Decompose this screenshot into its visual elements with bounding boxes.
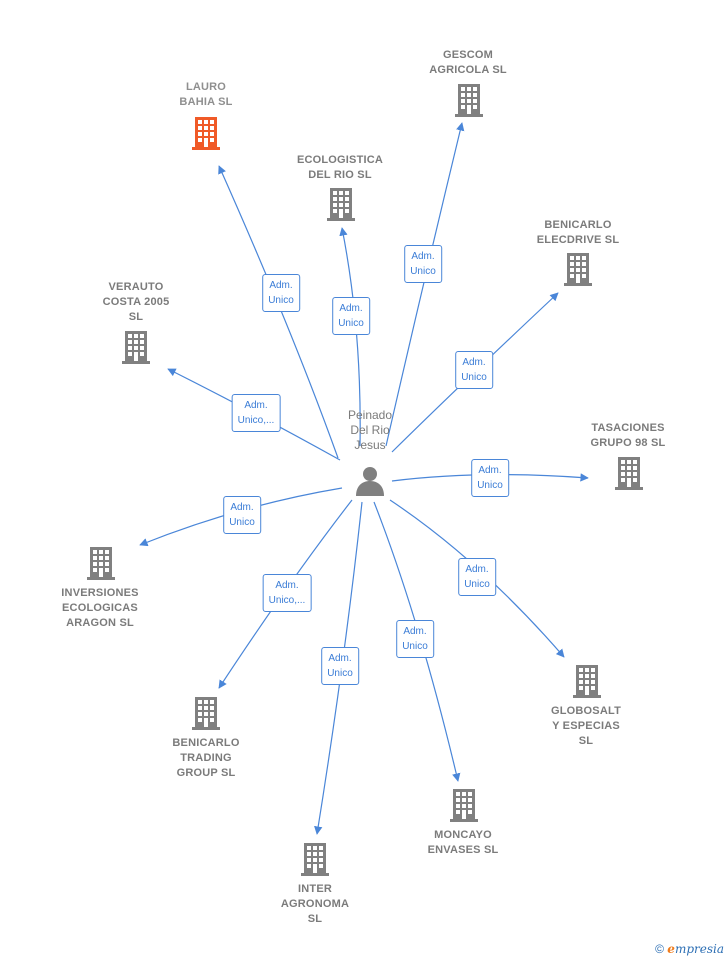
company-label-tasaciones-grupo-98[interactable]: TASACIONES GRUPO 98 SL (590, 422, 666, 449)
person-icon[interactable] (356, 467, 384, 496)
edge-label-inter-agronoma[interactable]: Adm. Unico (321, 647, 359, 685)
building-icon[interactable] (122, 331, 150, 364)
company-label-verauto-costa-2005[interactable]: VERAUTO COSTA 2005 SL (102, 281, 170, 323)
building-icon[interactable] (192, 697, 220, 730)
company-label-inversiones-ecologicas-aragon[interactable]: INVERSIONES ECOLOGICAS ARAGON SL (61, 587, 139, 629)
company-label-globosalt-y-especias[interactable]: GLOBOSALT Y ESPECIAS SL (550, 705, 622, 747)
building-icon[interactable] (327, 188, 355, 221)
edge-label-verauto-costa-2005[interactable]: Adm. Unico,... (231, 394, 281, 432)
edge-label-ecologistica-del-rio[interactable]: Adm. Unico (332, 297, 370, 335)
company-label-benicarlo-trading-group[interactable]: BENICARLO TRADING GROUP SL (172, 737, 240, 779)
building-icon[interactable] (564, 253, 592, 286)
company-label-lauro-bahia[interactable]: LAURO BAHIA SL (179, 81, 233, 108)
brand-logo-initial: e (667, 942, 675, 956)
edge-label-inversiones-ecologicas-aragon[interactable]: Adm. Unico (223, 496, 261, 534)
edge-label-benicarlo-trading-group[interactable]: Adm. Unico,... (262, 574, 312, 612)
edge-label-globosalt-y-especias[interactable]: Adm. Unico (458, 558, 496, 596)
company-label-ecologistica-del-rio[interactable]: ECOLOGISTICA DEL RIO SL (296, 154, 384, 181)
edge-lauro-bahia (218, 165, 339, 459)
edge-label-tasaciones-grupo-98[interactable]: Adm. Unico (471, 459, 509, 497)
building-icon[interactable] (615, 457, 643, 490)
copyright-icon: © (655, 942, 664, 956)
edge-label-lauro-bahia[interactable]: Adm. Unico (262, 274, 300, 312)
edge-label-benicarlo-elecdrive[interactable]: Adm. Unico (455, 351, 493, 389)
building-icon[interactable] (455, 84, 483, 117)
building-icon[interactable] (87, 547, 115, 580)
building-icon[interactable] (192, 117, 220, 150)
footer-brand[interactable]: © empresia (655, 942, 724, 956)
brand-logo-text: mpresia (674, 942, 724, 956)
center-person-label[interactable]: Peinado Del Rio Jesus (347, 408, 393, 452)
edge-label-gescom-agricola[interactable]: Adm. Unico (404, 245, 442, 283)
edge-label-moncayo-envases[interactable]: Adm. Unico (396, 620, 434, 658)
company-label-inter-agronoma[interactable]: INTER AGRONOMA SL (280, 883, 350, 925)
company-label-gescom-agricola[interactable]: GESCOM AGRICOLA SL (429, 49, 507, 76)
company-label-benicarlo-elecdrive[interactable]: BENICARLO ELECDRIVE SL (536, 219, 620, 246)
building-icon[interactable] (450, 789, 478, 822)
building-icon[interactable] (301, 843, 329, 876)
company-label-moncayo-envases[interactable]: MONCAYO ENVASES SL (427, 829, 499, 856)
building-icon[interactable] (573, 665, 601, 698)
